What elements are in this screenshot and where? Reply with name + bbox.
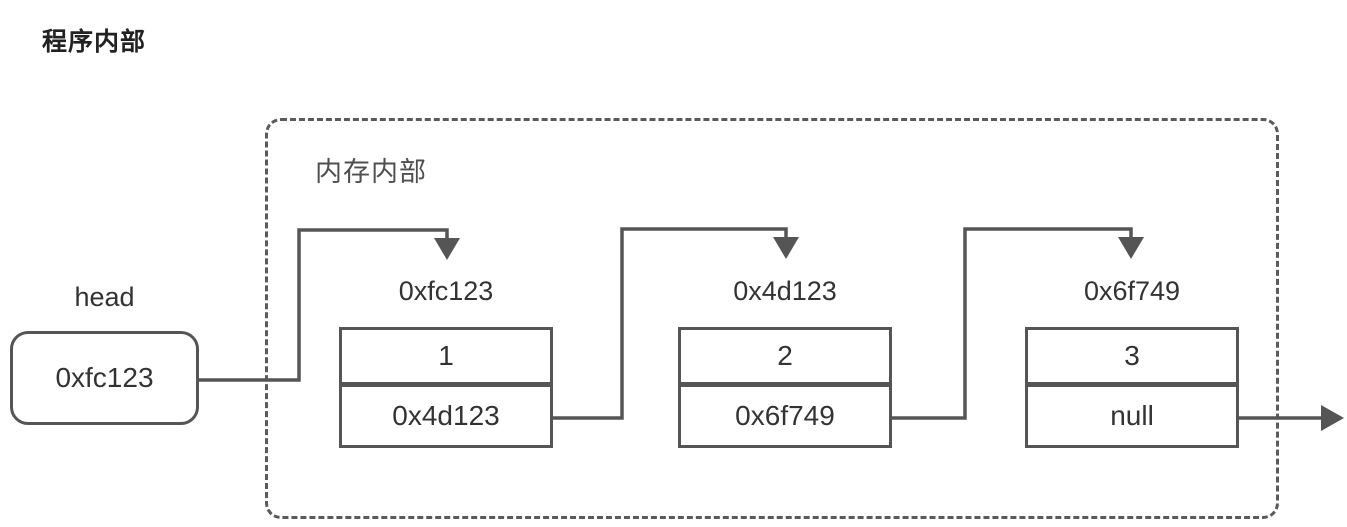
arrowhead-right-icon xyxy=(1321,405,1344,431)
node-address-label: 0xfc123 xyxy=(398,276,494,306)
node-box: 1 0x4d123 xyxy=(339,327,553,448)
node-value-cell: 3 xyxy=(1025,327,1239,385)
node-box: 3 null xyxy=(1025,327,1239,448)
node-box: 2 0x6f749 xyxy=(678,327,892,448)
node-next-pointer-cell: null xyxy=(1025,384,1239,448)
list-node-2: 0x4d123 2 0x6f749 xyxy=(678,276,892,448)
head-pointer-label: head xyxy=(74,282,135,312)
list-node-3: 0x6f749 3 null xyxy=(1025,276,1239,448)
node-address-label: 0x6f749 xyxy=(1083,276,1181,306)
head-pointer-value: 0xfc123 xyxy=(55,362,154,393)
head-pointer-box: 0xfc123 xyxy=(10,331,199,425)
page-title: 程序内部 xyxy=(42,28,147,56)
node-value-cell: 2 xyxy=(678,327,892,385)
node-next-pointer-cell: 0x4d123 xyxy=(339,384,553,448)
memory-region-label: 内存内部 xyxy=(315,157,427,187)
node-address-label: 0x4d123 xyxy=(733,276,837,306)
node-value-cell: 1 xyxy=(339,327,553,385)
list-node-1: 0xfc123 1 0x4d123 xyxy=(339,276,553,448)
node-next-pointer-cell: 0x6f749 xyxy=(678,384,892,448)
